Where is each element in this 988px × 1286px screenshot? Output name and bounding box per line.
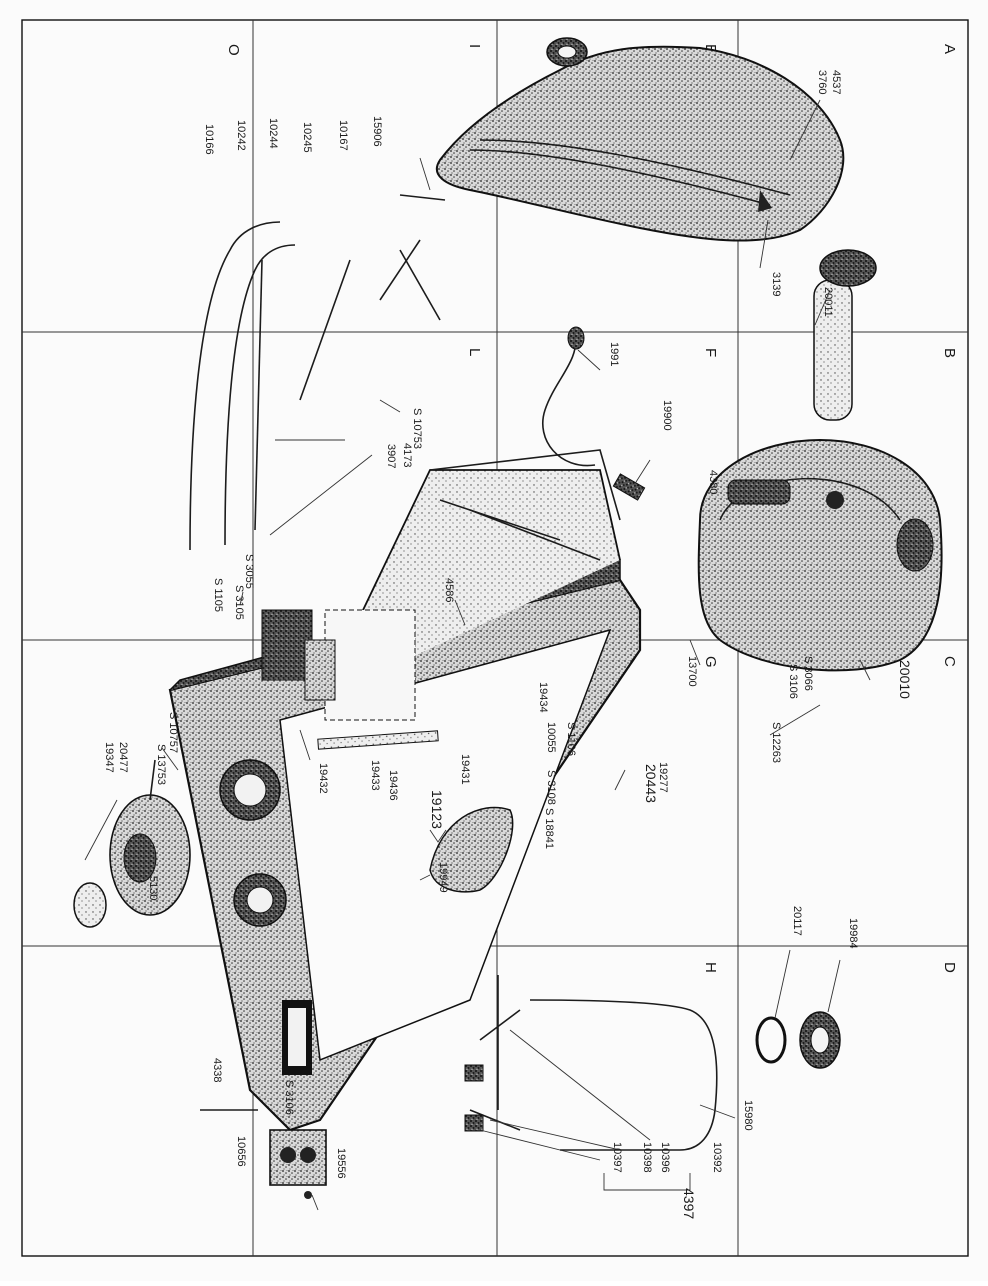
label-4173: 4173: [401, 443, 413, 467]
stand-4397-drawing: [464, 975, 718, 1151]
label-19347: 19347: [103, 742, 115, 773]
box-10656-drawing: [200, 1109, 327, 1199]
label-s3105: S 3105: [233, 585, 245, 620]
label-10166: 10166: [203, 124, 215, 155]
label-20477: 20477: [117, 742, 129, 773]
hub-20477-drawing: [73, 759, 191, 928]
label-5130: 5130: [147, 876, 159, 900]
label-s10757: S 10757: [167, 712, 179, 753]
label-19433: 19433: [369, 760, 381, 791]
label-19900: 19900: [661, 400, 673, 431]
label-s1106: S 1106: [565, 722, 577, 756]
grid-letter-d: D: [941, 962, 958, 973]
label-19277: 19277: [657, 762, 669, 793]
grid-letter-b: B: [941, 348, 958, 358]
grid-letter-h: H: [702, 962, 719, 973]
label-s3066: S 3066: [802, 656, 814, 691]
label-10055: 10055: [545, 722, 557, 753]
label-s18841: S 18841: [543, 808, 555, 849]
label-20443: 20443: [643, 764, 659, 803]
label-19556: 19556: [335, 1148, 347, 1179]
label-19432: 19432: [317, 763, 329, 794]
rings-drawing: [755, 1011, 841, 1069]
part-labels: 4537 3760 3139 20011 1991 19900 4380 200…: [103, 70, 913, 1219]
label-3760: 3760: [816, 70, 828, 94]
label-4537: 4537: [830, 70, 842, 94]
label-19436: 19436: [387, 770, 399, 801]
strap-19433-drawing: [317, 730, 439, 750]
grid-letter-a: A: [941, 44, 958, 54]
label-4586: 4586: [443, 578, 455, 602]
label-4397: 4397: [681, 1188, 697, 1219]
label-10242: 10242: [235, 120, 247, 151]
label-s3108: S 3108: [545, 770, 557, 805]
leader-lines: [84, 99, 871, 1211]
grid-letter-o: O: [225, 44, 242, 56]
label-s10753: S 10753: [411, 408, 423, 449]
label-15980: 15980: [742, 1100, 754, 1131]
cable-1991-drawing: [542, 326, 596, 467]
grid-letter-g: G: [702, 656, 719, 668]
frame-rails-drawing: [189, 194, 446, 551]
label-s3106-a: S 3106: [787, 664, 799, 699]
grid-letter-f: F: [702, 348, 719, 357]
label-10244: 10244: [267, 118, 279, 149]
label-19431: 19431: [459, 754, 471, 785]
label-1991: 1991: [608, 342, 620, 366]
frame-drawing: [168, 449, 642, 1132]
grid-letter-c: C: [941, 656, 958, 667]
label-10396: 10396: [659, 1142, 671, 1173]
label-s1105: S 1105: [212, 578, 224, 612]
label-3907: 3907: [385, 444, 397, 468]
label-10397: 10397: [611, 1142, 623, 1173]
tank-drawing: [435, 37, 845, 242]
label-13700: 13700: [686, 656, 698, 687]
label-19984: 19984: [847, 918, 859, 949]
label-10167: 10167: [337, 120, 349, 151]
filter-20011-drawing: [813, 249, 877, 421]
label-10398: 10398: [641, 1142, 653, 1173]
label-15906: 15906: [371, 116, 383, 147]
label-20117: 20117: [791, 906, 803, 936]
label-20010: 20010: [897, 660, 913, 699]
label-s3106-b: S 3106: [283, 1080, 295, 1115]
label-4338: 4338: [211, 1058, 223, 1082]
pad-19949-drawing: [429, 806, 514, 893]
label-19434: 19434: [537, 682, 549, 713]
label-10392: 10392: [711, 1142, 723, 1173]
label-10656: 10656: [235, 1136, 247, 1167]
label-10245: 10245: [301, 122, 313, 153]
label-4380: 4380: [707, 470, 719, 494]
grid-letter-l: L: [466, 348, 483, 356]
grid-letter-i: I: [466, 44, 483, 48]
label-20011: 20011: [822, 287, 834, 317]
label-s13753: S 13753: [155, 744, 167, 785]
switch-19900-drawing: [612, 473, 646, 501]
label-s12263: S 12263: [770, 722, 782, 763]
oil-tank-20010-drawing: [697, 438, 943, 672]
label-3139: 3139: [770, 272, 782, 296]
label-19949: 19949: [437, 862, 449, 893]
label-s3055: S 3055: [243, 554, 255, 589]
label-19123: 19123: [429, 790, 445, 829]
